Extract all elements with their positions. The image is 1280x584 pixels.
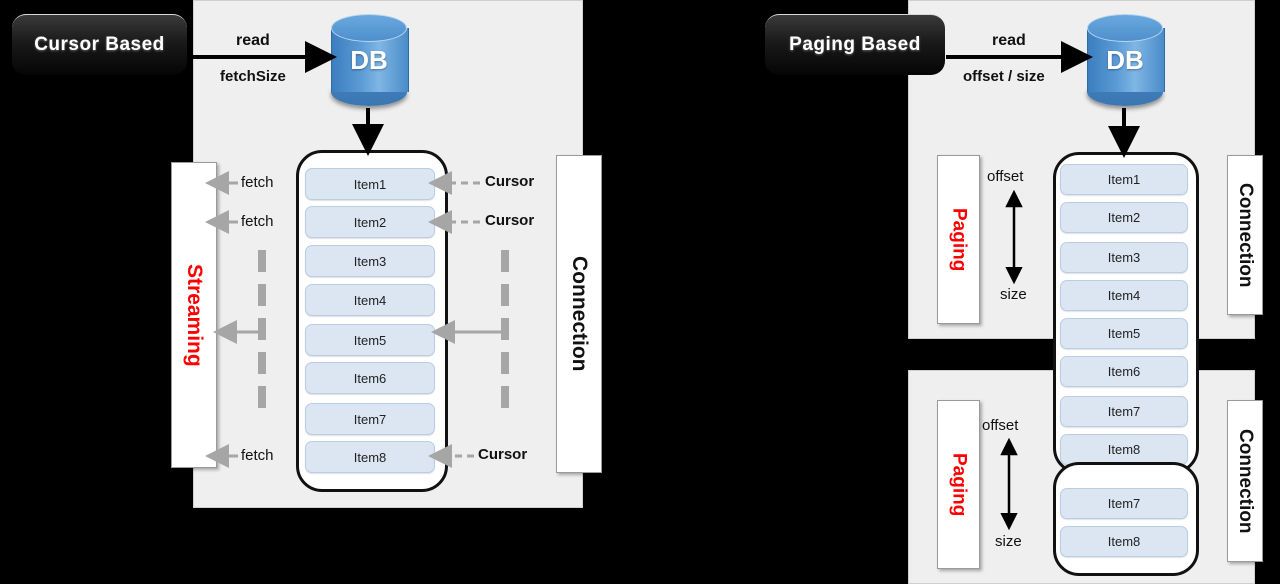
db-top-ellipse — [1087, 14, 1163, 42]
left-fetch-label-2: fetch — [241, 213, 274, 230]
list-item[interactable]: Item8 — [305, 441, 435, 473]
right-read-label: read — [992, 32, 1026, 49]
right-offsetsize-label: offset / size — [963, 68, 1045, 85]
right-connection-box-2: Connection — [1227, 400, 1263, 562]
right-db-label: DB — [1106, 44, 1144, 75]
list-item[interactable]: Item6 — [1060, 356, 1188, 387]
list-item[interactable]: Item8 — [1060, 526, 1188, 557]
list-item[interactable]: Item7 — [1060, 396, 1188, 427]
right-title-label: Paging Based — [789, 34, 921, 55]
right-paging-label-2: Paging — [948, 452, 970, 517]
list-item[interactable]: Item7 — [305, 403, 435, 435]
left-db-cylinder: DB — [331, 14, 409, 106]
list-item[interactable]: Item4 — [305, 284, 435, 316]
db-top-ellipse — [331, 14, 407, 42]
right-connection-label-1: Connection — [1235, 182, 1256, 288]
left-read-label: read — [236, 32, 270, 49]
list-item[interactable]: Item8 — [1060, 434, 1188, 465]
left-title-cursor-based: Cursor Based — [12, 14, 187, 75]
list-item[interactable]: Item1 — [1060, 164, 1188, 195]
right-size-label-1: size — [1000, 286, 1027, 303]
left-fetchsize-label: fetchSize — [220, 68, 286, 85]
left-cursor-label-3: Cursor — [478, 446, 528, 463]
right-size-label-2: size — [995, 533, 1022, 550]
list-item[interactable]: Item7 — [1060, 488, 1188, 519]
right-paging-box-1: Paging — [937, 155, 980, 324]
list-item[interactable]: Item2 — [1060, 202, 1188, 233]
list-item[interactable]: Item4 — [1060, 280, 1188, 311]
list-item[interactable]: Item5 — [1060, 318, 1188, 349]
left-streaming-box: Streaming — [171, 162, 217, 468]
left-cursor-label-1: Cursor — [485, 173, 535, 190]
list-item[interactable]: Item6 — [305, 362, 435, 394]
left-connection-box: Connection — [556, 155, 602, 473]
list-item[interactable]: Item5 — [305, 324, 435, 356]
left-cursor-label-2: Cursor — [485, 212, 535, 229]
left-streaming-label: Streaming — [183, 263, 206, 367]
list-item[interactable]: Item2 — [305, 206, 435, 238]
right-title-paging-based: Paging Based — [765, 14, 945, 75]
right-items-container-page2 — [1053, 462, 1199, 576]
list-item[interactable]: Item3 — [305, 245, 435, 277]
right-connection-label-2: Connection — [1235, 428, 1256, 534]
list-item[interactable]: Item1 — [305, 168, 435, 200]
list-item[interactable]: Item3 — [1060, 242, 1188, 273]
right-paging-box-2: Paging — [937, 400, 980, 569]
right-offset-label-2: offset — [982, 417, 1019, 434]
right-offset-label-1: offset — [987, 168, 1024, 185]
left-connection-label: Connection — [568, 256, 591, 372]
left-title-label: Cursor Based — [34, 34, 165, 55]
right-db-cylinder: DB — [1087, 14, 1165, 106]
left-db-label: DB — [350, 44, 388, 75]
right-paging-label-1: Paging — [948, 207, 970, 272]
left-fetch-label-1: fetch — [241, 174, 274, 191]
left-fetch-label-3: fetch — [241, 447, 274, 464]
right-connection-box-1: Connection — [1227, 155, 1263, 315]
